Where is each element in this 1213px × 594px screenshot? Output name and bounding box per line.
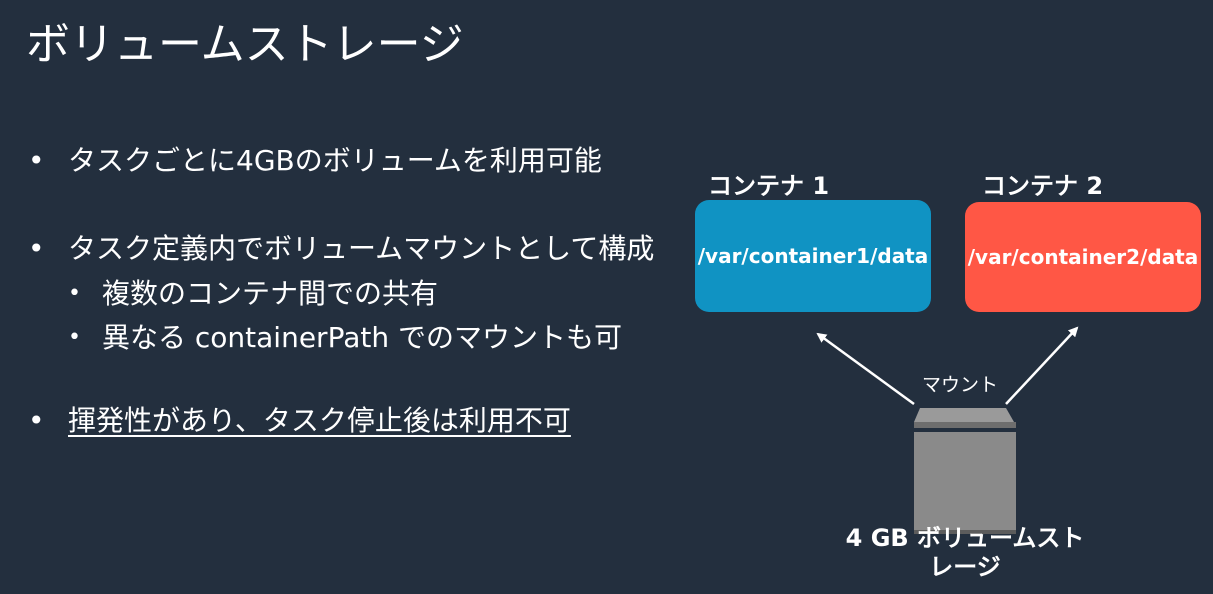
container-1-path: /var/container1/data bbox=[697, 244, 929, 268]
bullet-marker: • bbox=[28, 232, 45, 265]
sub-bullet-text: 異なる containerPath でのマウントも可 bbox=[102, 321, 622, 354]
bullet-marker: • bbox=[28, 404, 45, 437]
mount-arrow-2 bbox=[1005, 326, 1079, 405]
bullet-item: • タスク定義内でボリュームマウントとして構成 bbox=[28, 230, 708, 268]
container-2-label: コンテナ 2 bbox=[982, 172, 1104, 200]
bullet-marker: • bbox=[28, 144, 45, 177]
bullet-list: • タスクごとに4GBのボリュームを利用可能 • タスク定義内でボリュームマウン… bbox=[28, 142, 708, 440]
bullet-text: タスク定義内でボリュームマウントとして構成 bbox=[68, 232, 655, 265]
storage-label: 4 GB ボリュームスト レージ bbox=[830, 524, 1100, 582]
sub-bullet-item: • 複数のコンテナ間での共有 bbox=[28, 272, 708, 316]
bullet-text: 揮発性があり、タスク停止後は利用不可 bbox=[68, 404, 571, 437]
slide-title: ボリュームストレージ bbox=[26, 19, 464, 70]
storage-label-line2: レージ bbox=[929, 553, 1001, 581]
bullet-item: • 揮発性があり、タスク停止後は利用不可 bbox=[28, 402, 708, 440]
container-1-label: コンテナ 1 bbox=[708, 172, 830, 200]
sub-bullet-item: • 異なる containerPath でのマウントも可 bbox=[28, 316, 708, 360]
container-2-path: /var/container2/data bbox=[967, 245, 1199, 269]
bullet-item: • タスクごとに4GBのボリュームを利用可能 bbox=[28, 142, 708, 180]
container-1-box: /var/container1/data bbox=[695, 200, 931, 312]
bullet-marker: • bbox=[68, 281, 81, 306]
mount-label: マウント bbox=[922, 374, 999, 396]
bullet-marker: • bbox=[68, 325, 81, 350]
storage-label-line1: 4 GB ボリュームスト bbox=[845, 524, 1085, 552]
sub-bullet-text: 複数のコンテナ間での共有 bbox=[102, 277, 439, 310]
bullet-text: タスクごとに4GBのボリュームを利用可能 bbox=[68, 144, 602, 177]
container-2-box: /var/container2/data bbox=[965, 202, 1201, 312]
mount-arrow-1 bbox=[816, 332, 915, 406]
volume-storage-icon bbox=[914, 408, 1016, 534]
